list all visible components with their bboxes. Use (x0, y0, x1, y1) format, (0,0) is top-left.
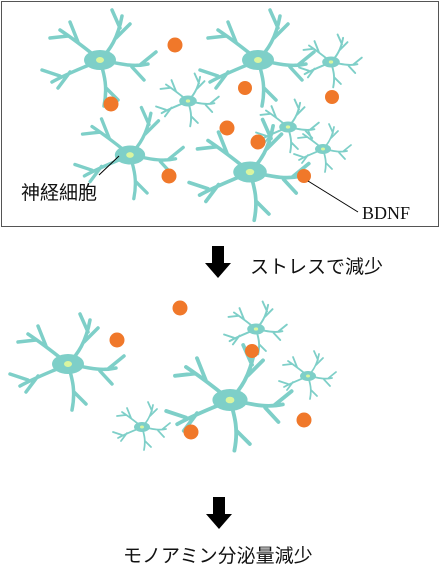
bdnf-dot (167, 37, 183, 53)
bdnf-dot (250, 134, 266, 150)
bdnf-label: BDNF (362, 203, 411, 223)
bdnf-dot (172, 300, 188, 316)
neuron-cell (298, 33, 363, 89)
bdnf-dot (219, 120, 235, 136)
neuron-cell (112, 401, 171, 451)
neuron-cell (293, 123, 352, 173)
neuron-cell (8, 312, 126, 412)
bdnf-dot (296, 412, 312, 428)
bdnf-dot (297, 169, 311, 183)
neuron-cell (40, 8, 158, 108)
neuron-cell (198, 8, 316, 108)
bdnf-dot (183, 424, 199, 440)
bdnf-dot (325, 90, 339, 104)
neuron-cell (278, 350, 337, 400)
neuron-leader-line (98, 155, 120, 176)
down-arrow-icon (206, 497, 232, 529)
bdnf-dot (238, 81, 252, 95)
bdnf-leader-line (307, 180, 359, 213)
bdnf-dot (161, 168, 177, 184)
monoamine-caption: モノアミン分泌量減少 (123, 545, 313, 567)
bdnf-dot (103, 96, 119, 112)
bdnf-dot (245, 344, 259, 358)
bdnf-dot (109, 332, 125, 348)
neuron-label: 神経細胞 (21, 182, 98, 204)
stress-caption: ストレスで減少 (250, 256, 384, 278)
down-arrow-icon (205, 246, 231, 278)
